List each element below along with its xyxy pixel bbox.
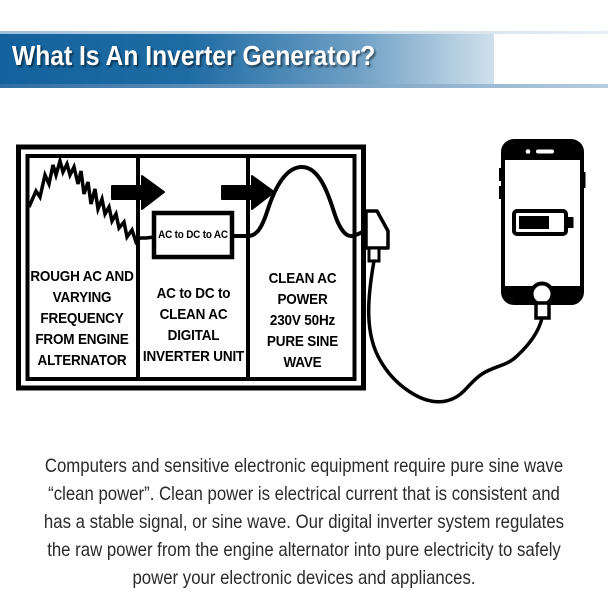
page-title: What Is An Inverter Generator? xyxy=(12,40,376,71)
side-button xyxy=(499,186,503,199)
speaker-icon xyxy=(536,149,554,154)
sine-wave-icon xyxy=(232,164,369,239)
inverter-box-label: AC to DC to AC xyxy=(158,229,228,241)
inverter-box xyxy=(151,210,235,260)
stage2-label: AC to DC to CLEAN AC DIGITAL INVERTER UN… xyxy=(142,285,245,365)
rough-wave-icon xyxy=(27,154,155,246)
title-banner: What Is An Inverter Generator? xyxy=(0,31,608,88)
stage3-label: CLEAN AC POWER 230V 50Hz PURE SINE WAVE xyxy=(266,270,339,371)
power-plug-icon xyxy=(364,209,390,263)
battery-icon xyxy=(512,209,574,236)
banner-top-strip xyxy=(0,31,608,34)
smartphone-icon xyxy=(499,139,586,320)
camera-icon xyxy=(525,149,531,154)
banner-gradient-bar xyxy=(0,34,494,84)
arrow-right-icon xyxy=(111,175,165,210)
banner-bottom-strip xyxy=(0,84,608,88)
charging-cable-icon xyxy=(366,259,544,404)
diagram-artwork xyxy=(16,139,586,404)
side-button xyxy=(581,172,586,188)
side-button xyxy=(499,168,503,181)
description-text: Computers and sensitive electronic equip… xyxy=(43,455,565,589)
stage1-label: ROUGH AC AND VARYING FREQUENCY FROM ENGI… xyxy=(30,268,134,369)
inverter-diagram: ROUGH AC AND VARYING FREQUENCY FROM ENGI… xyxy=(0,130,608,445)
arrow-right-icon xyxy=(221,175,275,210)
connector-icon xyxy=(534,301,551,320)
